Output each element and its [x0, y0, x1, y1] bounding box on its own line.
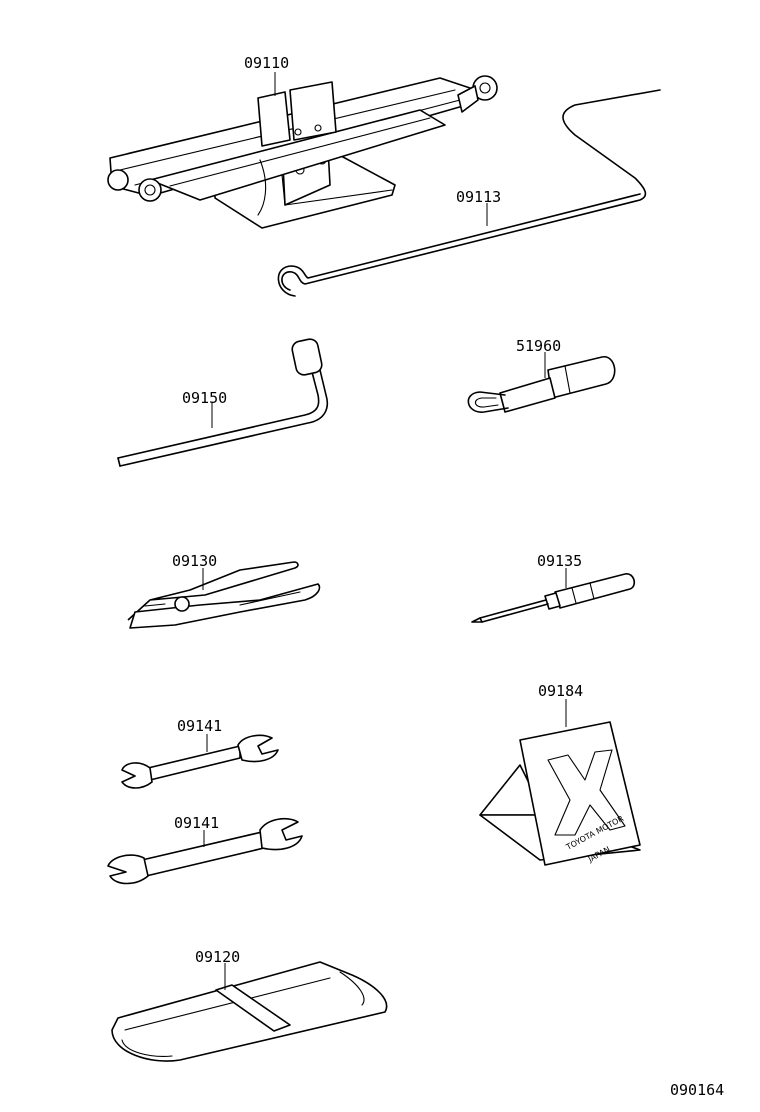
jack-drawing	[107, 75, 498, 229]
wrench-large-part-number: 09141	[174, 814, 219, 832]
pliers-part-number: 09130	[172, 552, 217, 570]
figure-code: 090164	[670, 1081, 724, 1099]
wheel-nut-wrench-part-number: 09150	[182, 389, 227, 407]
tool-bag-drawing	[111, 961, 388, 1062]
tool-bag-part-number: 09120	[195, 948, 240, 966]
screwdriver-part-number: 09135	[537, 552, 582, 570]
wrench-small-drawing	[121, 734, 279, 789]
towing-eye-part-number: 51960	[516, 337, 561, 355]
towing-eye-drawing	[467, 356, 616, 413]
jack-handle-drawing	[277, 89, 661, 297]
warning-triangle-part-number: 09184	[538, 682, 583, 700]
wrench-small-part-number: 09141	[177, 717, 222, 735]
warning-triangle-drawing: TOYOTA MOTOR JAPAN	[479, 721, 641, 866]
jack-handle-part-number: 09113	[456, 188, 501, 206]
wrench-large-drawing	[107, 817, 303, 885]
screwdriver-drawing	[471, 573, 636, 623]
pliers-drawing	[127, 561, 321, 629]
jack-part-number: 09110	[244, 54, 289, 72]
wheel-nut-wrench-drawing	[117, 338, 329, 467]
